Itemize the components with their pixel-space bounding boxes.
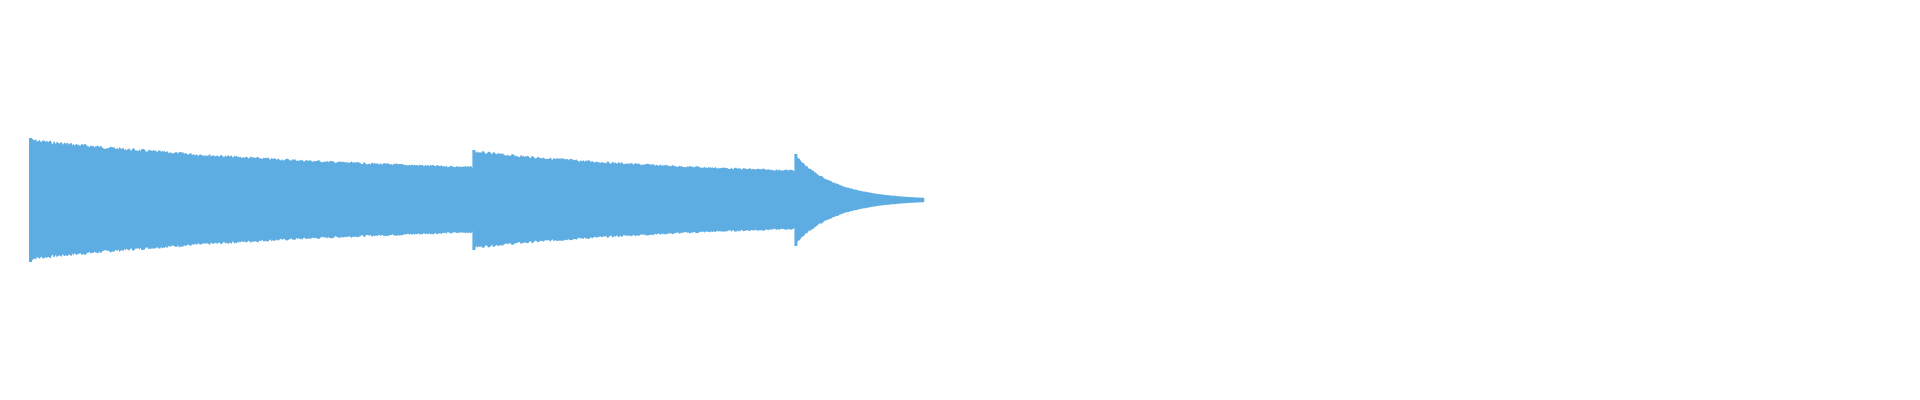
waveform-attack-2: [472, 150, 476, 250]
waveform-attack-3: [794, 154, 798, 246]
waveform-attack-1: [29, 138, 32, 262]
waveform-shape: [29, 138, 925, 262]
